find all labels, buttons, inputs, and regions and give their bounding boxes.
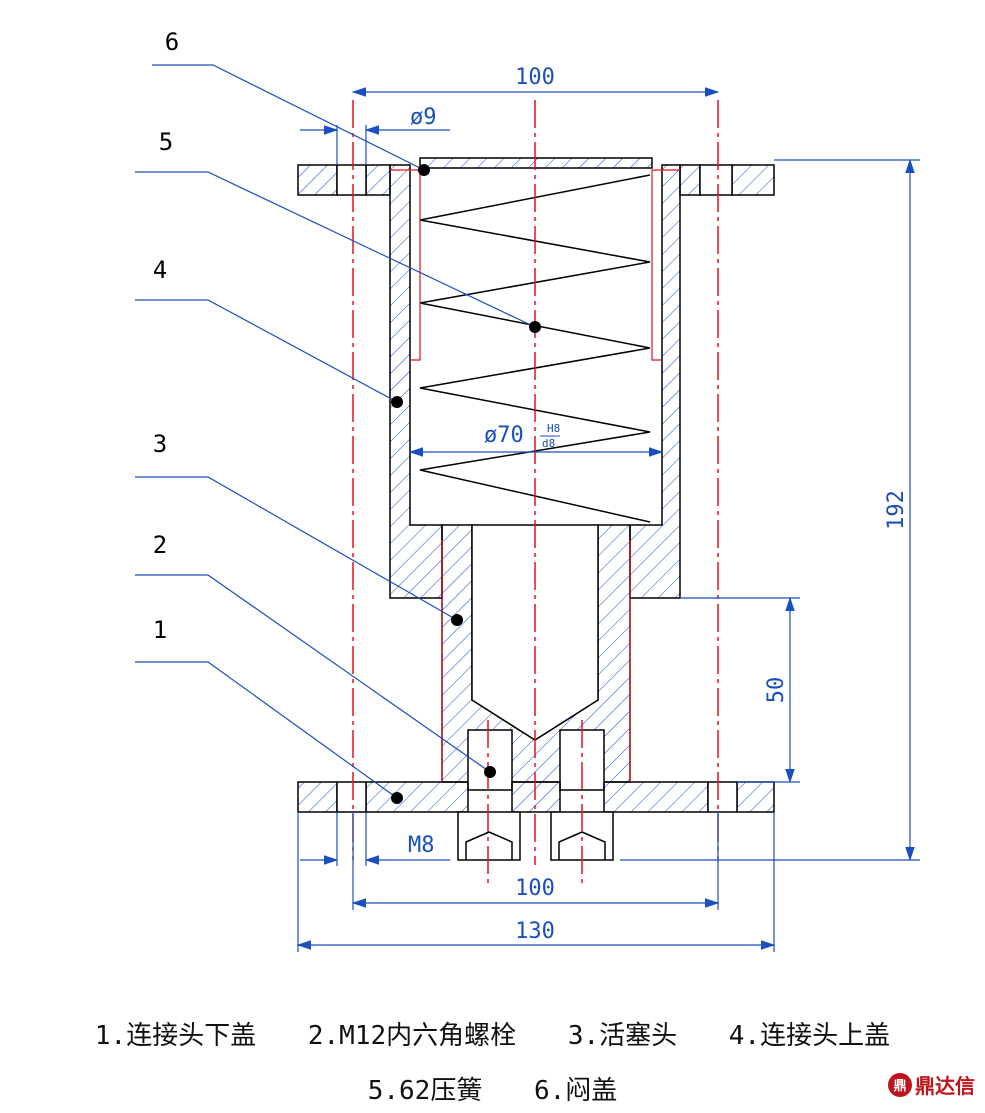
brand-logo: 鼎 鼎达信 [888,1070,975,1099]
dim-thread: M8 [408,833,435,858]
dim-fit-upper: H8 [547,422,560,435]
top-flange [297,164,775,196]
dimension-lines [296,87,920,952]
caption-part-2: 2.M12内六角螺栓 [307,1021,517,1051]
dim-bottom-width-inner: 100 [515,876,555,901]
compression-spring [419,174,651,523]
blind-cap [419,157,653,169]
dim-fit-lower: d8 [542,437,555,450]
leader-lines [135,64,536,799]
dim-hole-dia: ø9 [410,105,437,130]
caption-part-3: 3.活塞头 [567,1021,678,1051]
top-flange-holes [336,164,733,196]
brand-logo-icon: 鼎 [888,1072,912,1097]
leader-numbers: 6 5 4 3 2 1 [153,28,179,644]
leader-number-2: 2 [153,531,167,559]
dim-bottom-width-outer: 130 [515,919,555,944]
contact-lines [390,169,680,782]
caption-line-2: 5.62压簧 6.闷盖 [0,1070,985,1107]
lower-cap [297,781,775,813]
leader-number-6: 6 [165,28,179,56]
caption-part-4: 4.连接头上盖 [728,1021,891,1051]
leader-number-3: 3 [153,430,167,458]
dim-bore-dia: ø70 [484,423,524,448]
leader-dots [391,164,541,804]
brand-logo-text: 鼎达信 [915,1074,975,1098]
dim-height-total: 192 [884,490,909,530]
leader-number-4: 4 [153,256,167,284]
caption-line-1: 1.连接头下盖 2.M12内六角螺栓 3.活塞头 4.连接头上盖 [0,1015,985,1052]
leader-number-1: 1 [153,616,167,644]
caption-part-5: 5.62压簧 [367,1076,483,1106]
center-lines [352,100,719,885]
caption-part-6: 6.闷盖 [533,1076,618,1106]
leader-number-5: 5 [159,128,173,156]
lower-cap-holes [336,781,738,813]
dim-height-lower: 50 [764,677,789,704]
mechanical-drawing: 100 ø9 ø70 H8 d8 192 50 M8 100 130 6 5 4… [135,28,920,952]
caption-part-1: 1.连接头下盖 [94,1021,257,1051]
dimension-labels: 100 ø9 ø70 H8 d8 192 50 M8 100 130 [408,65,909,944]
dim-top-width: 100 [515,65,555,90]
